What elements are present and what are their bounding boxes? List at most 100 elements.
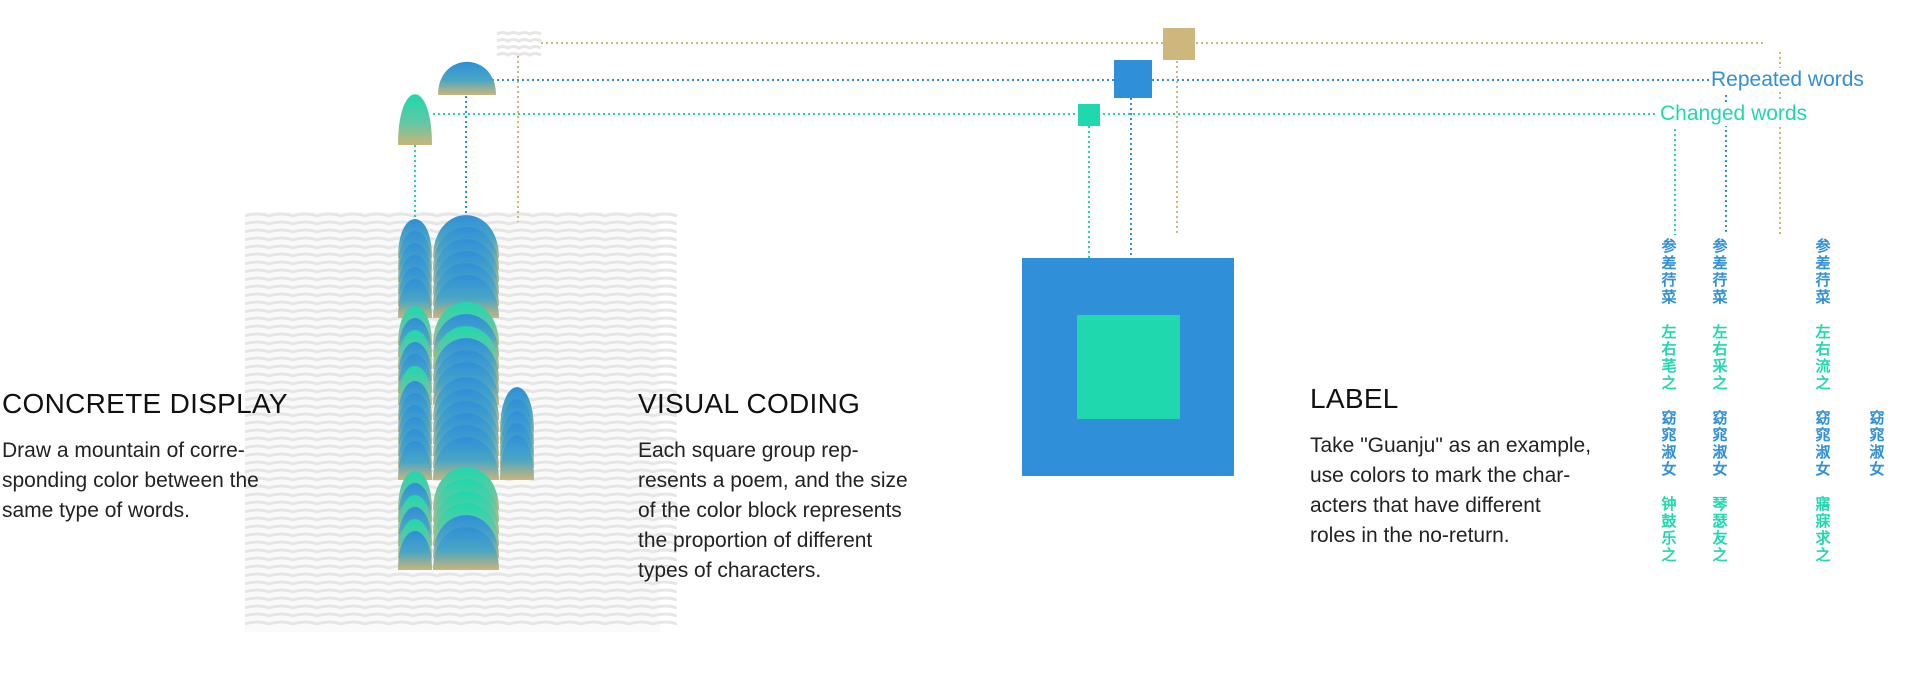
visual-coding-description: Each square group rep- resents a poem, a… [638,436,908,586]
mountain [500,435,534,480]
glyph: 窕 [1712,426,1728,444]
glyph: 女 [1712,460,1728,478]
glyph: 之 [1815,374,1831,392]
glyph: 荇 [1661,271,1677,289]
glyph: 菜 [1661,288,1677,306]
mountain [398,441,432,480]
legend-repeated-words: Repeated words [1709,68,1866,92]
mountain [433,527,499,570]
text-line: Draw a mountain of corre- [2,439,245,462]
mountain-groups [398,61,534,570]
glyph: 友 [1712,529,1728,547]
glyph: 窈 [1869,409,1885,427]
mountain [398,279,432,318]
phrase-group: 窈窕淑女 [1658,410,1680,478]
poem-column: 参差荇菜 左右流之 窈窕淑女 寤寐求之 [1812,238,1834,582]
glyph: 淑 [1815,443,1831,461]
glyph: 左 [1661,323,1677,341]
phrase-group: 琴瑟友之 [1709,496,1731,564]
glyph: 荇 [1712,271,1728,289]
changed-words-square [1078,104,1100,126]
glyph: 窕 [1815,426,1831,444]
text-line: of the color block represents [638,499,902,522]
mountain [398,531,432,570]
phrase-group: 参差荇菜 [1709,238,1731,306]
glyph: 之 [1712,374,1728,392]
phrase-group: 参差荇菜 [1658,238,1680,306]
wave-line [244,612,678,618]
label-description: Take "Guanju" as an example, use colors … [1310,431,1591,551]
glyph: 右 [1815,340,1831,358]
glyph: 差 [1712,254,1728,272]
glyph: 瑟 [1712,512,1728,530]
poem-column: 参差荇菜 左右芼之 窈窕淑女 钟鼓乐之 [1658,238,1680,582]
phrase-group: 参差荇菜 [1812,238,1834,306]
other-words-square [1163,28,1195,60]
glyph: 差 [1815,254,1831,272]
glyph: 淑 [1661,443,1677,461]
mountain [433,437,499,480]
glyph: 采 [1712,357,1728,375]
glyph: 窈 [1712,409,1728,427]
poem-column: 窈窕淑女 [1866,238,1888,582]
glyph: 参 [1815,237,1831,255]
glyph: 菜 [1815,288,1831,306]
phrase-group [1866,324,1888,392]
wave-line [244,596,678,602]
glyph: 右 [1712,340,1728,358]
glyph: 钟 [1661,495,1677,513]
text-line: the proportion of different [638,529,873,552]
wave-line [244,620,678,626]
wave-line [496,38,542,43]
concrete-display-description: Draw a mountain of corre- sponding color… [2,436,259,526]
poem-column: 参差荇菜 左右采之 窈窕淑女 琴瑟友之 [1709,238,1731,582]
glyph: 差 [1661,254,1677,272]
visual-coding-title: VISUAL CODING [638,388,861,419]
phrase-group: 钟鼓乐之 [1658,496,1680,564]
mountain [398,94,432,145]
wave-line [496,31,542,36]
glyph: 女 [1661,460,1677,478]
glyph: 左 [1712,323,1728,341]
glyph: 芼 [1661,357,1677,375]
wave-line [244,604,678,610]
phrase-group: 左右芼之 [1658,324,1680,392]
text-line: resents a poem, and the size [638,469,908,492]
glyph: 荇 [1815,271,1831,289]
phrase-group: 左右采之 [1709,324,1731,392]
glyph: 菜 [1712,288,1728,306]
text-line: roles in the no-return. [1310,524,1510,547]
phrase-group: 窈窕淑女 [1812,410,1834,478]
glyph: 窕 [1869,426,1885,444]
phrase-group [1866,496,1888,564]
glyph: 窕 [1661,426,1677,444]
glyph: 女 [1815,460,1831,478]
repeated-words-square [1114,60,1152,98]
text-line: sponding color between the [2,469,259,492]
phrase-group: 左右流之 [1812,324,1834,392]
glyph: 流 [1815,357,1831,375]
glyph: 之 [1661,546,1677,564]
concrete-display-title: CONCRETE DISPLAY [2,388,288,419]
glyph: 乐 [1661,529,1677,547]
mountain [438,61,496,95]
glyph: 之 [1712,546,1728,564]
glyph: 淑 [1869,443,1885,461]
phrase-group [1866,238,1888,306]
wave-line [244,572,678,578]
label-title: LABEL [1310,383,1399,414]
legend-changed-words: Changed words [1658,102,1810,126]
glyph: 之 [1661,374,1677,392]
poem-square-inner [1077,315,1180,419]
wave-line [496,45,542,50]
phrase-group: 窈窕淑女 [1866,410,1888,478]
text-line: Take "Guanju" as an example, [1310,434,1592,457]
text-line: types of characters. [638,559,822,582]
text-line: acters that have different [1310,494,1541,517]
wave-line [244,580,678,586]
glyph: 参 [1712,237,1728,255]
glyph: 之 [1815,546,1831,564]
glyph: 窈 [1815,409,1831,427]
